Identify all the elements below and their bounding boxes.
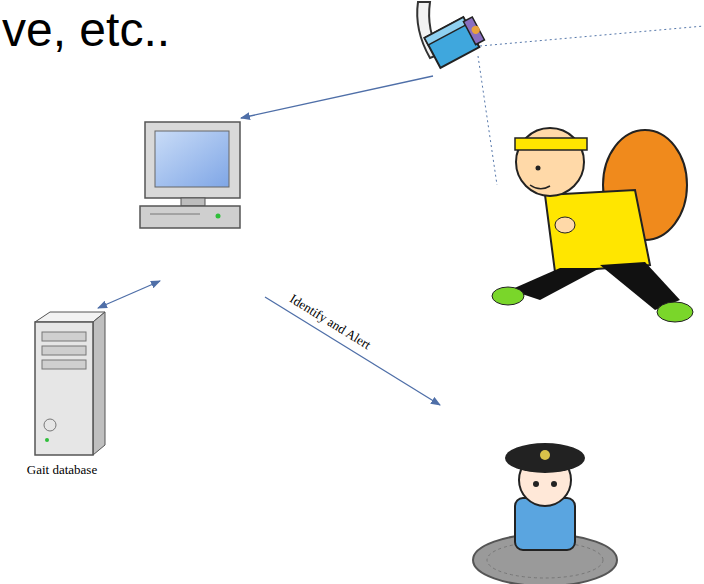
arrow bbox=[98, 281, 160, 308]
police-figure bbox=[473, 443, 617, 584]
camera-icon bbox=[417, 2, 487, 68]
arrow-label: Identify and Alert bbox=[286, 291, 373, 353]
node-text: Gait database bbox=[27, 462, 97, 478]
thief-figure bbox=[492, 128, 693, 322]
view-line bbox=[478, 56, 497, 185]
heading-fragment: ve, etc.. bbox=[2, 2, 170, 57]
database-label: Gait database bbox=[27, 462, 97, 478]
arrow bbox=[265, 297, 440, 405]
view-line bbox=[480, 26, 704, 46]
arrow bbox=[241, 76, 433, 118]
computer-icon bbox=[140, 122, 240, 228]
server-icon bbox=[35, 312, 105, 455]
